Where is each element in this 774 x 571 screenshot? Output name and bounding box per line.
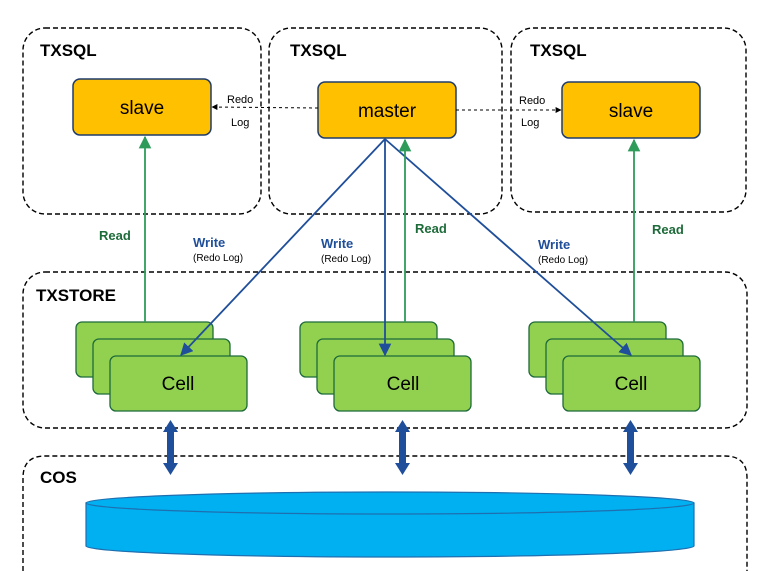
cell-left [109, 355, 248, 412]
write-arrow-right [384, 138, 632, 356]
cell-center [333, 355, 472, 412]
txsql-center-title: TXSQL [290, 41, 347, 60]
cos-title: COS [40, 468, 77, 487]
cos-storage-cylinder-body [85, 502, 695, 558]
master-label: master [358, 101, 417, 122]
read-left-label: Read [99, 228, 131, 243]
cos-storage-cylinder-top [85, 491, 695, 515]
double-arrow-right [623, 420, 638, 475]
cell-center-label: Cell [387, 374, 420, 395]
cell-left-label: Cell [162, 374, 195, 395]
txsql-left-title: TXSQL [40, 41, 97, 60]
cell-right-label: Cell [615, 374, 648, 395]
read-right-label: Read [652, 222, 684, 237]
redo-log-arrow-left [211, 104, 319, 111]
write-right-label: Write [538, 237, 570, 252]
double-arrow-center [395, 420, 410, 475]
redo-left-label-2: Log [231, 117, 249, 129]
write-center-sublabel: (Redo Log) [321, 254, 371, 265]
slave-left-node [72, 78, 212, 136]
redo-left-label-1: Redo [227, 94, 253, 106]
cell-right [562, 355, 701, 412]
txstore-title: TXSTORE [36, 286, 116, 305]
slave-left-label: slave [120, 98, 164, 119]
read-center-label: Read [415, 221, 447, 236]
cos-group [22, 455, 748, 571]
double-arrow-left [163, 420, 178, 475]
write-left-label: Write [193, 235, 225, 250]
txsql-right-title: TXSQL [530, 41, 587, 60]
slave-right-label: slave [609, 101, 653, 122]
write-right-sublabel: (Redo Log) [538, 255, 588, 266]
redo-right-label-1: Redo [519, 95, 545, 107]
slave-right-node [561, 81, 701, 139]
redo-right-label-2: Log [521, 117, 539, 129]
txsql-left-group [22, 27, 262, 215]
write-left-sublabel: (Redo Log) [193, 253, 243, 264]
write-arrow-left [180, 138, 386, 356]
write-center-label: Write [321, 236, 353, 251]
